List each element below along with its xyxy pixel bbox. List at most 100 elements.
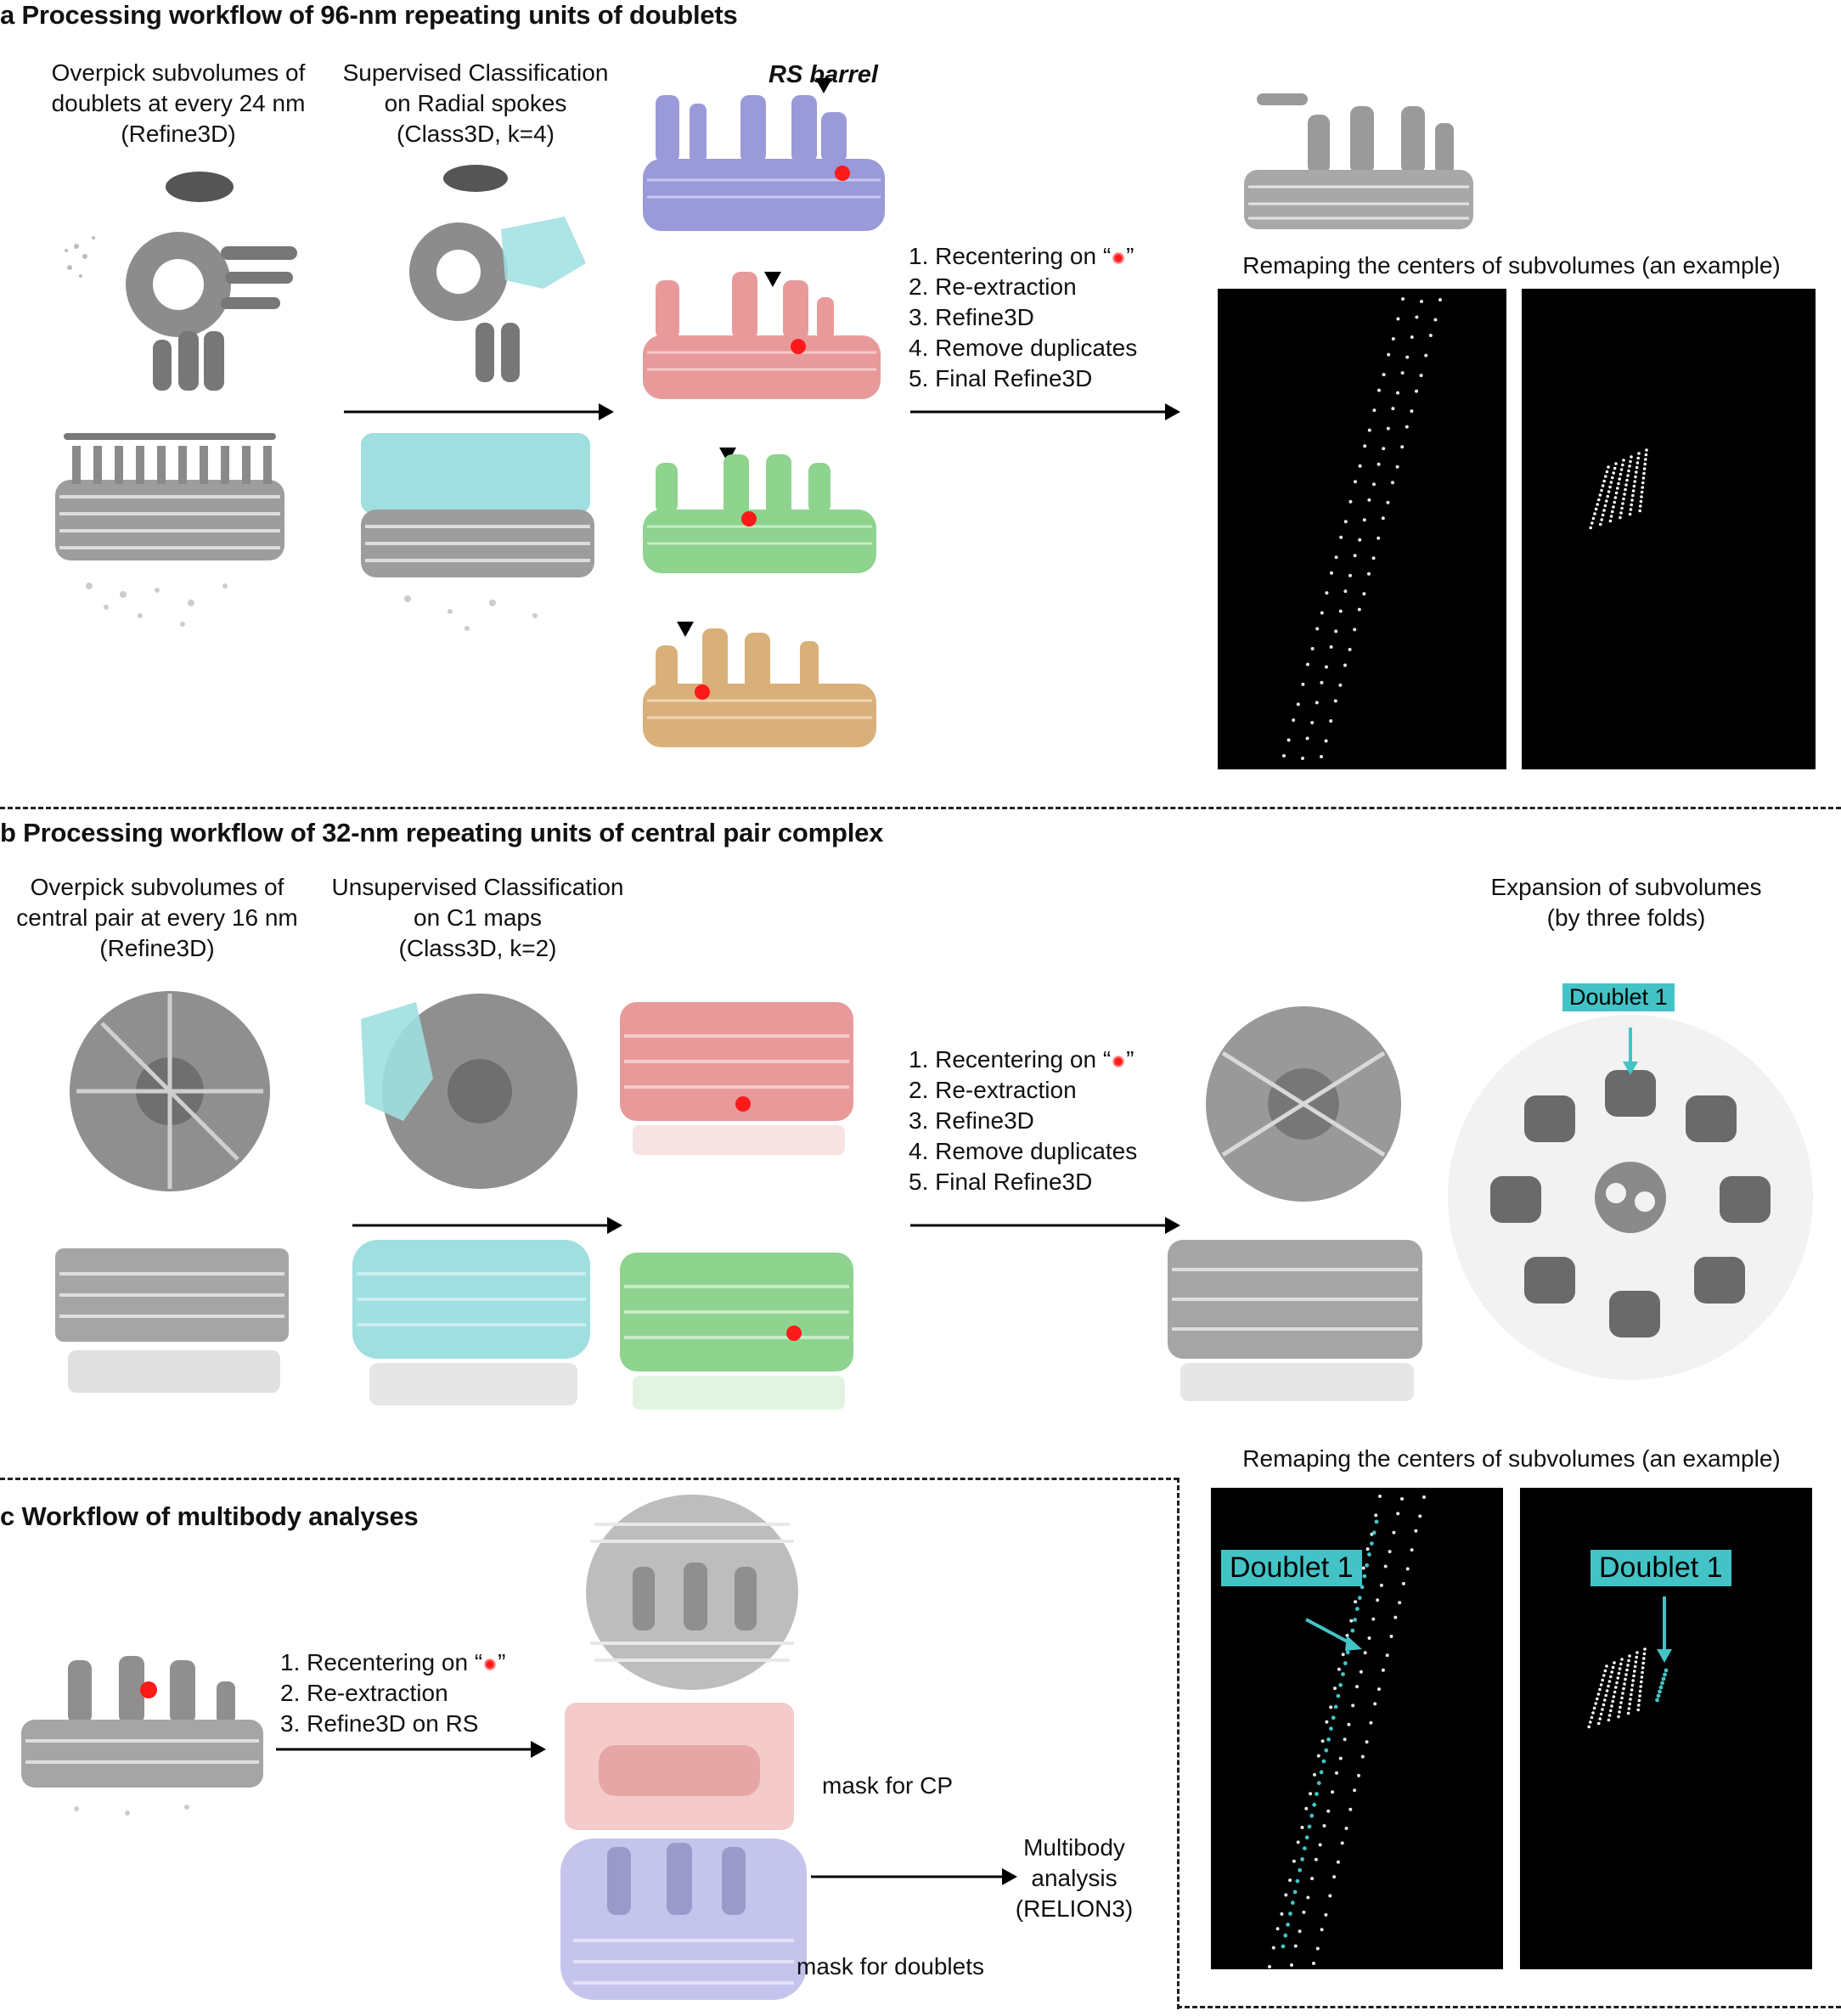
subvolume-center-point	[1614, 1686, 1618, 1689]
divider-c-right	[1177, 1478, 1179, 2009]
subvolume-center-point	[1627, 1658, 1630, 1663]
subvolume-center-point	[1636, 461, 1640, 465]
subvolume-center-point	[1377, 1687, 1381, 1692]
doublet-1-tag-remap-left: Doublet 1	[1221, 1550, 1362, 1586]
arrowhead-icon	[815, 78, 832, 93]
step-line: 3. Refine3D	[909, 1107, 1034, 1134]
subvolume-center-point	[1636, 1651, 1639, 1654]
subvolume-center-point	[1296, 1840, 1300, 1844]
subvolume-center-point	[1640, 1675, 1644, 1679]
doublet-1-point	[1371, 1530, 1377, 1535]
panel-b-expansion-caption: Expansion of subvolumes (by three folds)	[1435, 872, 1817, 933]
doublet-1-point	[1295, 1878, 1300, 1884]
subvolume-center-point	[1630, 503, 1633, 507]
subvolume-center-point	[1410, 1548, 1414, 1552]
subvolume-center-point	[1628, 1654, 1631, 1658]
subvolume-center-point	[1607, 1714, 1612, 1717]
subvolume-center-point	[1613, 1690, 1617, 1694]
subvolume-center-point	[1325, 665, 1328, 669]
subvolume-center-point	[1626, 474, 1630, 477]
subvolume-center-point	[1641, 1670, 1644, 1675]
subvolume-center-point	[1296, 702, 1300, 707]
caption-line: central pair at every 16 nm	[16, 904, 298, 931]
subvolume-center-point	[1619, 1662, 1623, 1666]
doublet-1-point	[1315, 1792, 1319, 1796]
subvolume-center-point	[1607, 465, 1610, 469]
subvolume-center-point	[1386, 500, 1390, 504]
subvolume-center-point	[1631, 489, 1636, 493]
subvolume-center-point	[1338, 609, 1343, 613]
subvolume-center-point	[1605, 499, 1608, 503]
panel-b-col1-caption: Overpick subvolumes of central pair at e…	[0, 872, 314, 964]
subvolume-center-point	[1379, 1583, 1383, 1587]
doublet-1-point	[1281, 1944, 1286, 1949]
step-line: 1. Recentering on “”	[280, 1649, 506, 1675]
subvolume-center-point	[1608, 519, 1613, 523]
doublet-1-point	[1312, 1802, 1317, 1807]
subvolume-center-point	[1605, 1664, 1608, 1668]
subvolume-center-point	[1639, 504, 1642, 508]
caption-line: analysis	[1031, 1865, 1118, 1891]
subvolume-center-point	[1306, 1895, 1310, 1900]
subvolume-center-point	[1607, 1684, 1610, 1688]
doublet-1-point	[1362, 1574, 1367, 1579]
remap-panel-a-left	[1218, 289, 1506, 769]
arrow-c1	[276, 1741, 546, 1758]
panel-a-col1-caption: Overpick subvolumes of doublets at every…	[25, 58, 331, 149]
subvolume-center-point	[1333, 1687, 1337, 1691]
cp-sideview-map	[55, 1248, 289, 1393]
subvolume-center-point	[1391, 337, 1395, 341]
subvolume-center-point	[1622, 459, 1625, 462]
subvolume-center-point	[1619, 468, 1624, 471]
subvolume-center-point	[1392, 1530, 1396, 1535]
subvolume-center-point	[1609, 481, 1613, 484]
subvolume-center-point	[1343, 589, 1348, 594]
subvolume-center-point	[1320, 680, 1324, 684]
step-line: 4. Remove duplicates	[909, 335, 1138, 361]
doublet-1-point	[1331, 1715, 1336, 1720]
subvolume-center-point	[1638, 1689, 1642, 1693]
subvolume-center-point	[1619, 1705, 1622, 1709]
subvolume-center-point	[1314, 1857, 1318, 1861]
subvolume-center-point	[1603, 1669, 1607, 1673]
subvolume-center-point	[1612, 1695, 1616, 1698]
subvolume-center-point	[1365, 1740, 1369, 1744]
subvolume-center-point	[1339, 535, 1343, 539]
subvolume-center-point	[1292, 718, 1296, 722]
arrow-b2	[910, 1217, 1180, 1234]
final-doublet-map	[1244, 93, 1473, 229]
subvolume-center-point	[1594, 507, 1598, 511]
remap-panel-a-right	[1522, 289, 1816, 769]
subvolume-center-point	[1382, 373, 1386, 377]
step-line: 4. Remove duplicates	[909, 1138, 1138, 1164]
subvolume-center-point	[1334, 555, 1338, 560]
subvolume-center-point	[1414, 1529, 1418, 1533]
subvolume-center-point	[1607, 1680, 1612, 1683]
subvolume-center-point	[1344, 1827, 1348, 1830]
subvolume-center-point	[1632, 1674, 1636, 1678]
subvolume-center-point	[1633, 1670, 1636, 1673]
doublet-1-point	[1663, 1672, 1667, 1677]
subvolume-center-point	[1310, 646, 1315, 650]
subvolume-center-point	[1618, 1710, 1621, 1714]
subvolume-center-point	[1619, 511, 1623, 515]
subvolume-center-point	[1602, 479, 1606, 483]
subvolume-center-point	[1616, 487, 1619, 490]
subvolume-center-point	[1284, 1893, 1288, 1897]
subvolume-center-point	[1604, 475, 1607, 478]
subvolume-center-point	[1618, 477, 1621, 481]
subvolume-center-point	[1597, 1721, 1601, 1726]
remap-points-cluster-highlight	[1587, 1596, 1672, 1729]
subvolume-center-point	[1604, 1693, 1607, 1698]
subvolume-center-point	[1419, 374, 1423, 378]
doublet-endview-masked-map	[409, 165, 586, 382]
doublet-1-point	[1298, 1867, 1303, 1872]
subvolume-center-point	[1639, 499, 1643, 504]
subvolume-center-point	[1377, 536, 1381, 540]
subvolume-center-point	[1329, 719, 1333, 723]
subvolume-center-point	[1400, 1497, 1404, 1501]
subvolume-center-point	[1438, 298, 1442, 301]
cp-endview-masked-map	[361, 994, 577, 1189]
doublet-1-point	[1316, 1781, 1321, 1786]
subvolume-center-point	[1322, 1824, 1326, 1827]
